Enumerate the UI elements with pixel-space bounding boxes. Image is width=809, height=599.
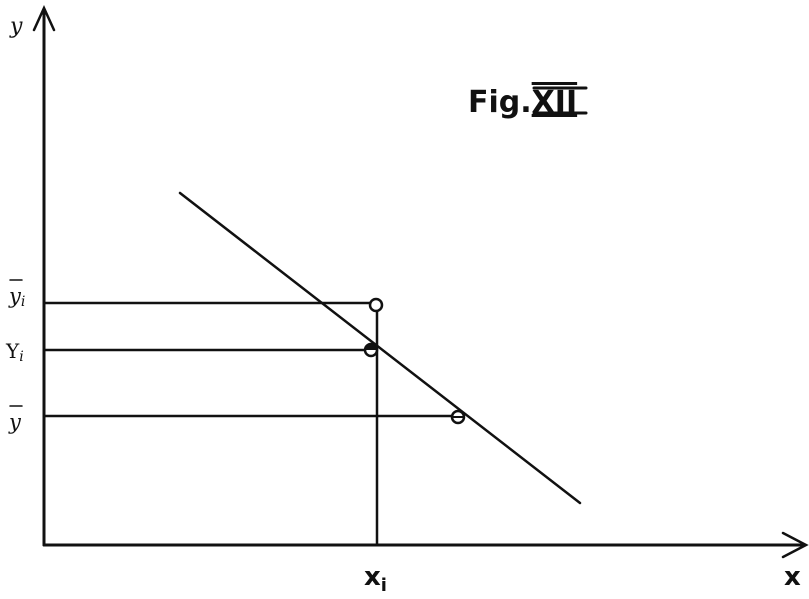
figure-title-prefix: Fig. xyxy=(468,85,532,120)
y-axis-arrowhead xyxy=(32,4,56,32)
svg-text:yi: yi xyxy=(8,284,25,310)
figure-title-numeral: XII xyxy=(532,85,577,120)
y-axis-label: y xyxy=(9,14,23,39)
ybar-i-sub: i xyxy=(21,294,25,310)
regression-line xyxy=(178,191,582,505)
x-i-tick-label: xi xyxy=(364,562,387,596)
Y-i-label: Yi xyxy=(5,339,24,365)
ybar-label: y xyxy=(8,405,23,434)
ybar-base: y xyxy=(8,410,22,434)
ybar-i-base: y xyxy=(8,284,22,308)
svg-text:Yi: Yi xyxy=(5,339,24,365)
x-i-sub: i xyxy=(381,575,387,596)
ybar-i-label: yi xyxy=(8,279,25,310)
observed-mean-point xyxy=(368,297,384,313)
x-i-base: x xyxy=(364,562,381,592)
Y-i-base: Y xyxy=(5,339,20,363)
fitted-point-fill xyxy=(365,344,377,350)
x-axis-arrowhead xyxy=(781,531,809,559)
figure-title: Fig.XII xyxy=(468,85,577,120)
Y-i-sub: i xyxy=(19,349,23,365)
x-axis-label: x xyxy=(784,562,801,592)
